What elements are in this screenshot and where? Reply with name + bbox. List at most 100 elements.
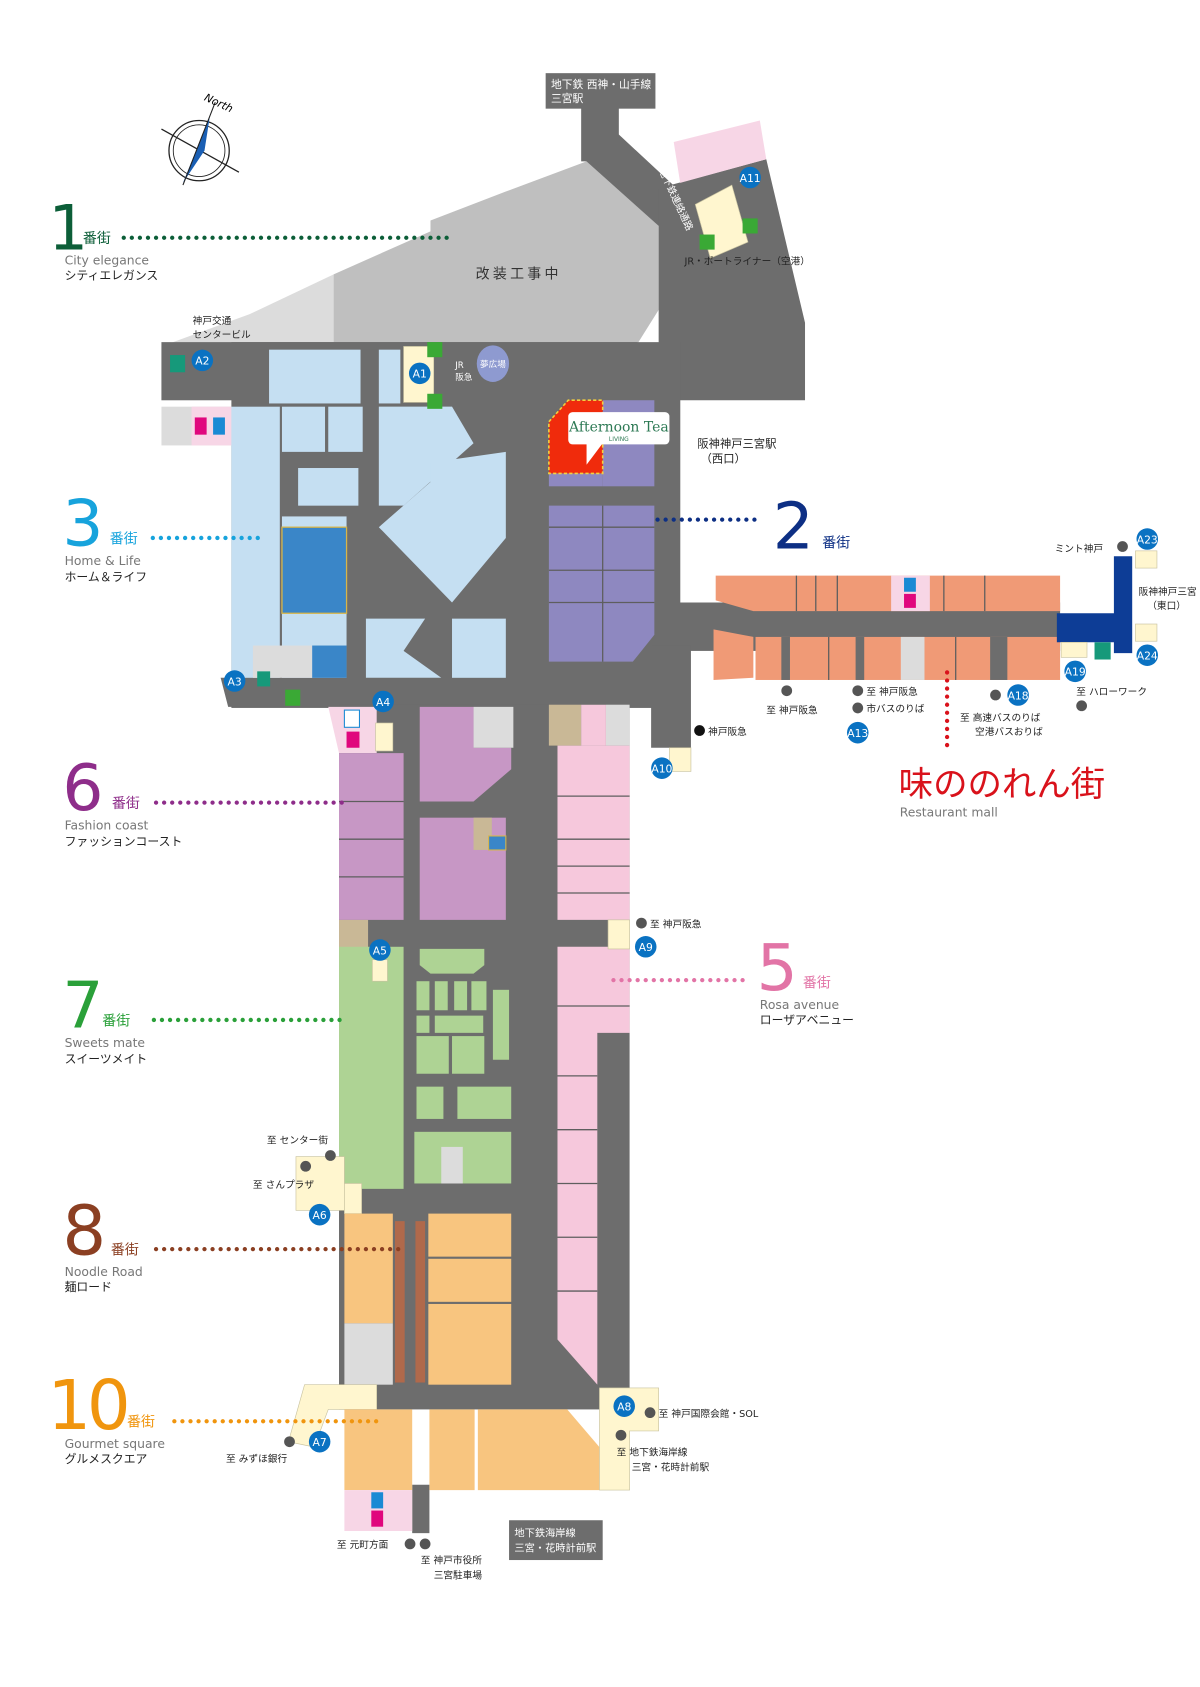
district-7-shops	[339, 946, 512, 1189]
district-10-shops	[344, 1409, 600, 1491]
restaurant-mall-label[interactable]: 味ののれん街 Restaurant mall	[899, 670, 1106, 820]
svg-text:Fashion coast: Fashion coast	[65, 819, 149, 833]
exit-a1[interactable]: A1	[408, 362, 431, 385]
place-label: 至 神戸阪急	[866, 685, 918, 698]
district-8-shops	[344, 1213, 512, 1385]
exit-a13[interactable]: A13	[846, 721, 869, 744]
arrow-left-icon	[404, 1538, 416, 1550]
exit-a9[interactable]: A9	[634, 936, 657, 958]
svg-text:A6: A6	[313, 1209, 327, 1222]
escalator-icon	[427, 342, 443, 358]
svg-text:A11: A11	[740, 172, 761, 185]
stairs-area	[295, 1156, 345, 1211]
svg-text:麺ロード: 麺ロード	[65, 1280, 112, 1294]
arrow-right-icon	[852, 702, 864, 714]
arrow-down-icon	[990, 689, 1001, 701]
district-2-label[interactable]: 2 番街	[655, 490, 851, 565]
men-restroom-icon	[371, 1492, 384, 1509]
men-restroom-icon	[904, 577, 916, 592]
svg-text:Sweets mate: Sweets mate	[65, 1036, 145, 1050]
district-6-label[interactable]: 6 番街 Fashion coast ファッションコースト	[62, 751, 347, 849]
district-5-label[interactable]: 5 番街 Rosa avenue ローザアベニュー	[611, 931, 854, 1027]
svg-text:番街: 番街	[83, 231, 111, 247]
svg-text:6: 6	[62, 751, 103, 826]
district-7-label[interactable]: 7 番街 Sweets mate スイーツメイト	[62, 968, 347, 1066]
svg-text:ホーム＆ライフ: ホーム＆ライフ	[65, 570, 147, 584]
place-label: 至 神戸阪急	[650, 917, 702, 930]
exit-a8[interactable]: A8	[613, 1395, 635, 1417]
svg-text:A13: A13	[847, 727, 868, 740]
exit-a19[interactable]: A19	[1064, 660, 1086, 683]
stairs	[1060, 641, 1088, 658]
shop	[488, 835, 507, 851]
exit-a4[interactable]: A4	[372, 690, 394, 713]
exit-a5[interactable]: A5	[369, 939, 391, 961]
stairs	[344, 1183, 362, 1214]
room	[548, 704, 582, 746]
place-label: 至 センター街	[267, 1134, 328, 1147]
afternoon-tea-callout[interactable]: Afternoon Tea LIVING	[568, 412, 670, 465]
walkway	[651, 645, 691, 748]
place-label: 三宮・花時計前駅	[632, 1461, 710, 1474]
walkway	[220, 677, 345, 707]
arrow-left-icon	[300, 1160, 312, 1172]
place-label: 至 元町方面	[337, 1538, 389, 1551]
svg-text:番街: 番街	[803, 976, 831, 992]
place-label: センタービル	[193, 329, 251, 341]
room	[473, 817, 492, 850]
place-label: 阪神神戸三宮駅	[697, 437, 776, 451]
svg-text:ファッションコースト: ファッションコースト	[65, 835, 183, 849]
hanshin-east-concourse	[1056, 556, 1133, 654]
svg-text:Gourmet square: Gourmet square	[65, 1437, 165, 1451]
exit-a6[interactable]: A6	[308, 1203, 331, 1226]
exit-a3[interactable]: A3	[223, 670, 246, 692]
arrow-down-left-icon	[284, 1436, 295, 1448]
district-1-label[interactable]: 1 番街 City elegance シティエレガンス	[48, 192, 457, 283]
svg-text:2: 2	[773, 490, 814, 565]
escalator-icon	[427, 393, 443, 409]
place-label: 神戸阪急	[708, 725, 747, 738]
place-label: 至 高速バスのりば	[960, 711, 1041, 724]
svg-text:シティエレガンス: シティエレガンス	[65, 269, 159, 283]
place-label: JR・ポートライナー（空港）	[683, 255, 809, 268]
place-label: JR	[454, 361, 464, 371]
stairs	[669, 747, 692, 772]
arrow-down-icon	[615, 1429, 627, 1441]
svg-text:A5: A5	[373, 944, 387, 957]
exit-a23[interactable]: A23	[1136, 528, 1159, 550]
district-8-label[interactable]: 8 番街 Noodle Road 麺ロード	[62, 1192, 403, 1295]
exit-a11[interactable]: A11	[739, 166, 761, 189]
room	[344, 1323, 393, 1385]
kaigan-station-box	[509, 1520, 603, 1561]
stairs	[607, 919, 630, 950]
district-10-label[interactable]: 10 番街 Gourmet square グルメスクエア	[47, 1366, 387, 1466]
svg-text:番街: 番街	[102, 1013, 130, 1029]
svg-text:A3: A3	[228, 675, 242, 688]
exit-a10[interactable]: A10	[651, 757, 673, 779]
place-label: （西口）	[701, 453, 746, 466]
walkway	[412, 1484, 430, 1534]
place-label: 至 さんプラザ	[253, 1179, 314, 1191]
place-label: 神戸交通	[193, 314, 232, 327]
district-3-label[interactable]: 3 番街 Home & Life ホーム＆ライフ	[62, 486, 266, 584]
arrow-down-icon	[419, 1538, 431, 1550]
svg-text:番街: 番街	[127, 1415, 155, 1431]
exit-a7[interactable]: A7	[308, 1430, 331, 1453]
svg-text:1: 1	[48, 192, 88, 265]
elevator-icon	[257, 671, 271, 687]
exit-a18[interactable]: A18	[1007, 684, 1029, 706]
arrow-down-icon	[781, 685, 793, 697]
place-label: 至 みずほ銀行	[226, 1452, 287, 1465]
place-label: 至 ハローワーク	[1076, 686, 1147, 698]
svg-text:Restaurant mall: Restaurant mall	[900, 806, 998, 820]
women-restroom-icon	[346, 731, 360, 748]
elevator-icon	[170, 355, 186, 373]
place-label: 三宮駐車場	[434, 1568, 483, 1581]
exit-a24[interactable]: A24	[1136, 644, 1159, 666]
svg-text:スイーツメイト: スイーツメイト	[65, 1052, 148, 1066]
exit-a2[interactable]: A2	[191, 349, 214, 372]
place-label: 至 神戸阪急	[766, 703, 818, 716]
svg-text:番街: 番街	[110, 531, 138, 547]
women-restroom-icon	[904, 593, 916, 608]
